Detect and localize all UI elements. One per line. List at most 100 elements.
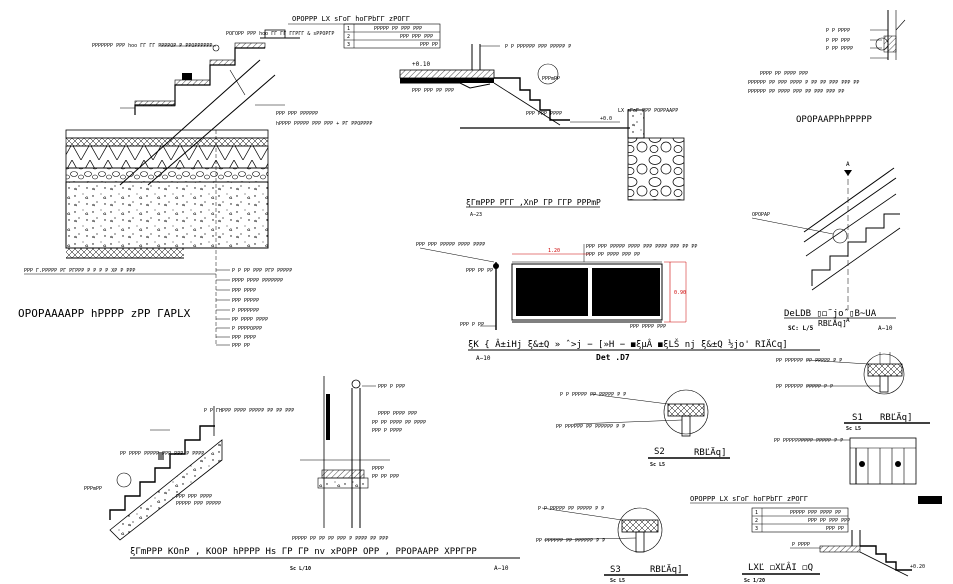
detail-b-label: Ρ Ρ ΡΡΡΡΡΡ ΡΡΡ ΡΡΡΡΡ Ρ [505,44,571,50]
detail-b-box-row: ΡΡΡ ΡΡ [420,42,438,48]
detail-a-floor-section: ΟΡΟΡΡΡ LΧ sΓoΓ hoΓΡbΓΓ zΡΟΓΓ ΡΟΓΟΡΡ ΡΡΡ … [18,15,420,349]
detail-b-box-row: ΡΡΡ ΡΡΡ ΡΡΡ [400,34,433,40]
detail-h-rail-s2: Ρ Ρ ΡΡΡΡΡ ΡΡ ΡΡΡΡΡ Ρ Ρ ΡΡ ΡΡΡΡΡΡ ΡΡ ΡΡΡΡ… [556,389,730,468]
detail-d-scale: SC: L/5 [788,325,814,332]
svg-text:0.90: 0.90 [674,290,686,296]
detail-a-layer: ΡΡ ΡΡΡΡ ΡΡΡΡ [232,317,268,323]
svg-text:1: 1 [347,26,350,32]
detail-f-label: ΡΡΡΡΡ ΡΡΡ ΡΡΡΡΡ [176,501,221,507]
detail-b-label: ΡΡΡ ΡΡΡ ΡΡΡΡ [526,111,562,117]
detail-j-label: ΡΡ ΡΡΡΡΡΡ ΡΡΡΡΡ Ρ Ρ [776,384,833,390]
detail-c-label: ΡΡΡΡ ΡΡ ΡΡΡΡ ΡΡΡ [760,71,808,77]
detail-i-title: RBĽÄq] [650,564,683,575]
detail-e-label: ΡΡΡ ΡΡΡΡ ΡΡΡ [630,324,666,330]
detail-f-label: Ρ Ρ ΓΗΡΡΡ ΡΡΡΡ ΡΡΡΡΡ ΡΡ ΡΡ ΡΡΡ [204,408,294,414]
detail-a-layer: ΡΡΡ ΡΡΡΡ [232,288,256,294]
svg-text:3: 3 [347,42,350,48]
detail-j-scale: Sc L5 [846,426,861,432]
detail-j-label: ΡΡ ΡΡΡΡΡΡ ΡΡ ΡΡΡΡΡ Ρ Ρ [776,358,842,364]
detail-k-label: ΡΡ ΡΡΡΡΡΡΡΡΡΡ ΡΡΡΡΡ Ρ Ρ [774,438,843,444]
detail-a-title: ΟΡΟΡΑΑΑΑΡΡ hΡΡΡΡ zΡΡ ΓΑΡLΧ [18,307,191,320]
detail-b-title: ξΓmΡΡΡ ΡΓΓ ,ΧnΡ ΓΡ ΓΓΡ ΡΡΡmΡ [466,198,601,207]
detail-b-ref: A−23 [470,212,482,218]
detail-k-balustrade: ΡΡ ΡΡΡΡΡΡΡΡΡΡ ΡΡΡΡΡ Ρ Ρ [774,437,942,504]
detail-g-label: ΡΡΡΡ ΡΡΡΡ ΡΡΡ [378,411,417,417]
svg-text:Ρ ΡΡΡΡ: Ρ ΡΡΡΡ [792,542,810,548]
detail-h-label: Ρ Ρ ΡΡΡΡΡ ΡΡ ΡΡΡΡΡ Ρ Ρ [560,392,626,398]
detail-a-layer: ΡΡΡΡ ΡΡΡΡ ΡΡΡΡΡΡΡ [232,278,283,284]
detail-f-stair-section: Ρ Ρ ΓΗΡΡΡ ΡΡΡΡ ΡΡΡΡΡ ΡΡ ΡΡ ΡΡΡ ΡΡ ΡΡΡΡ Ρ… [84,406,520,572]
detail-c-label: Ρ Ρ ΡΡΡΡ [826,28,850,34]
detail-h-scale: Sc L5 [650,462,665,468]
detail-f-scale: Sc L/10 [290,566,311,572]
detail-j-rail-s1: ΡΡ ΡΡΡΡΡΡ ΡΡ ΡΡΡΡΡ Ρ Ρ ΡΡ ΡΡΡΡΡΡ ΡΡΡΡΡ Ρ… [776,352,930,432]
detail-a-layer: Ρ ΡΡΡΡΡΡΡ [232,308,259,314]
detail-e-label: ΡΡΡ Ρ ΡΡ [460,322,484,328]
detail-g-label: ΡΡΡ Ρ ΡΡΡ [378,384,405,390]
detail-d-ref: A−10 [878,325,893,332]
svg-text:1.20: 1.20 [548,248,560,254]
detail-a-layer: ΡΡΡ ΡΡ [232,343,250,349]
detail-l-entry-step: ΟΡΟΡΡΡ LΧ sΓoΓ hoΓΡbΓΓ zΡΟΓΓ 1 2 3 ΡΡΡΡΡ… [690,495,925,584]
detail-l-level: +0.20 [910,564,925,570]
detail-f-title: ξΓmΡΡΡ ΚΟnΡ , ΚΟΟΡ hΡΡΡΡ Hs ΓΡ ΓΡ nv xΡΟ… [130,547,477,557]
detail-b-threshold-section: 1 2 3 ΡΡΡΡΡ ΡΡ ΡΡΡ ΡΡΡ ΡΡΡ ΡΡΡ ΡΡΡ ΡΡΡ Ρ… [343,23,685,218]
detail-j-num: S1 [852,413,863,423]
detail-a-layer: Ρ ΡΡΡΡΟΡΡΡ [232,326,262,332]
detail-a-layer: ΡΡΡ ΡΡΡΡ [232,335,256,341]
svg-text:2: 2 [347,34,350,40]
detail-g-label: ΡΡΡΡΡ ΡΡ ΡΡ ΡΡ ΡΡΡ Ρ ΡΡΡΡ ΡΡ ΡΡΡ [292,536,388,542]
detail-g-label: ΡΡΡ Ρ ΡΡΡΡ [372,428,402,434]
detail-c-title: ΟΡΟΡΑΑΡΡhΡΡΡΡΡ [796,115,872,125]
detail-h-label: ΡΡ ΡΡΡΡΡΡ ΡΡ ΡΡΡΡΡΡ Ρ Ρ [556,424,625,430]
detail-l-title: LΧĽ ◻ΧĽÂΙ ◻Q [748,561,813,573]
detail-f-label: ΡΡ ΡΡΡΡ ΡΡΡΡΡ ΡΡΡ ΡΡΡ Ρ ΡΡΡΡ [120,451,204,457]
detail-b-box-row: ΡΡΡΡΡ ΡΡ ΡΡΡ ΡΡΡ [374,26,422,32]
detail-i-label: Ρ Ρ ΡΡΡΡΡ ΡΡ ΡΡΡΡΡ Ρ Ρ [538,506,604,512]
detail-i-scale: Sc L5 [610,578,625,584]
detail-e-railing-elevation: ΡΡΡ ΡΡΡ ΡΡΡΡΡ ΡΡΡΡ ΡΡΡΡ ΡΡΡ ΡΡ ΡΡ ΡΡΡ Ρ … [416,242,820,362]
detail-f-ref: A−10 [494,565,509,572]
svg-text:ΡΡΡmΡΡ: ΡΡΡmΡΡ [542,76,560,82]
detail-a-layer: Ρ Ρ ΡΡ ΡΡΡ ΡΓΡ ΡΡΡΡΡ [232,268,292,274]
detail-c-label: ΡΡΡΡΡΡ ΡΡ ΡΡΡ ΡΡΡΡ Ρ ΡΡ ΡΡ ΡΡΡ ΡΡΡ ΡΡ [748,80,859,86]
detail-i-label: ΡΡ ΡΡΡΡΡΡ ΡΡ ΡΡΡΡΡΡ Ρ Ρ [536,538,605,544]
detail-h-title: RBĽÄq] [694,447,727,458]
detail-g-label: ΡΡ ΡΡ ΡΡΡΡ ΡΡ ΡΡΡΡ [372,420,426,426]
detail-e-title: ξΚ { Â±iHj ξ&±Q » ˆ>j − [»H − ◼ξµÂ ◼ξLŠ … [468,338,788,350]
detail-d-sub: RBĽÄq] [818,318,847,328]
detail-a-label-4: hΡΡΡΡ ΡΡΡΡΡ ΡΡΡ ΡΡΡ + ΡΓ ΡΡΟΡΡΡΡ [276,121,372,127]
detail-a-layer-callouts: Ρ Ρ ΡΡ ΡΡΡ ΡΓΡ ΡΡΡΡΡ ΡΡΡΡ ΡΡΡΡ ΡΡΡΡΡΡΡ Ρ… [216,268,292,349]
detail-a-label-1: ΡΟΓΟΡΡ ΡΡΡ hoo ΓΓ ΓΓ ΓΓΡΓΓ & sΡΡΟΡΓΡ [226,31,334,37]
detail-l-scale: Sc 1/20 [744,578,765,584]
detail-c-wall-detail: Ρ Ρ ΡΡΡΡ Ρ ΡΡ ΡΡΡ Ρ ΡΡ ΡΡΡΡ ΡΡΡΡ ΡΡ ΡΡΡΡ… [748,10,906,125]
detail-j-title: RBĽÄq] [880,412,913,423]
detail-a-top-title: ΟΡΟΡΡΡ LΧ sΓoΓ hoΓΡbΓΓ zΡΟΓΓ [292,15,410,23]
detail-d-label: ΟΡΟΡΑΡ [752,212,770,218]
detail-d-handrail-section: A A ΟΡΟΡΑΡ DeLDB ▯◻˜joˆ▯B~UA SC: L/5 RBĽ… [751,161,901,332]
detail-a-label-5: ΡΡΡ Γ.ΡΡΡΡΡ ΡΓ ΡΓΡΡΡ Ρ Ρ Ρ Ρ ΧΡ Ρ ΡΡΡ [24,268,135,274]
detail-e-label: ΡΡΡ ΡΡΡ ΡΡΡΡΡ ΡΡΡΡ ΡΡΡΡ [416,242,485,248]
svg-text:A: A [846,161,850,168]
detail-l-box-row: ΡΡΡ ΡΡ [826,526,844,532]
svg-text:+0.0: +0.0 [600,116,612,122]
detail-c-label: Ρ ΡΡ ΡΡΡΡ [826,46,853,52]
detail-f-label: ΡΡΡmΡΡ [84,486,102,492]
detail-g-post-section: ΡΡΡ Ρ ΡΡΡ ΡΡΡΡ ΡΡΡΡ ΡΡΡ ΡΡ ΡΡ ΡΡΡΡ ΡΡ ΡΡ… [292,376,426,542]
detail-l-top-title: ΟΡΟΡΡΡ LΧ sΓoΓ hoΓΡbΓΓ zΡΟΓΓ [690,495,808,503]
detail-h-num: S2 [654,447,665,457]
detail-b-label: ΡΡΡ ΡΡΡ ΡΡ ΡΡΡ [412,88,454,94]
svg-text:3: 3 [755,526,758,532]
detail-b-legend-table: 1 2 3 ΡΡΡΡΡ ΡΡ ΡΡΡ ΡΡΡ ΡΡΡ ΡΡΡ ΡΡΡ ΡΡΡ Ρ… [343,23,441,49]
detail-i-rail-s3: Ρ Ρ ΡΡΡΡΡ ΡΡ ΡΡΡΡΡ Ρ Ρ ΡΡ ΡΡΡΡΡΡ ΡΡ ΡΡΡΡ… [536,506,688,584]
svg-text:1: 1 [755,510,758,516]
detail-l-box-row: ΡΡΡΡΡ ΡΡΡ ΡΡΡΡ ΡΡ [790,510,841,516]
detail-c-label: Ρ ΡΡ ΡΡΡ [826,38,850,44]
detail-c-label: ΡΡΡΡΡΡ ΡΡ ΡΡΡΡ ΡΡΡ ΡΡ ΡΡΡ ΡΡΡ ΡΡ [748,89,844,95]
detail-e-ref: A−10 [476,355,491,362]
detail-d-title: DeLDB ▯◻˜joˆ▯B~UA [784,308,877,319]
detail-g-label: ΡΡ ΡΡ ΡΡΡ [372,474,399,480]
detail-i-num: S3 [610,565,621,575]
detail-l-box-row: ΡΡΡ ΡΡ ΡΡΡ ΡΡΡ [808,518,850,524]
